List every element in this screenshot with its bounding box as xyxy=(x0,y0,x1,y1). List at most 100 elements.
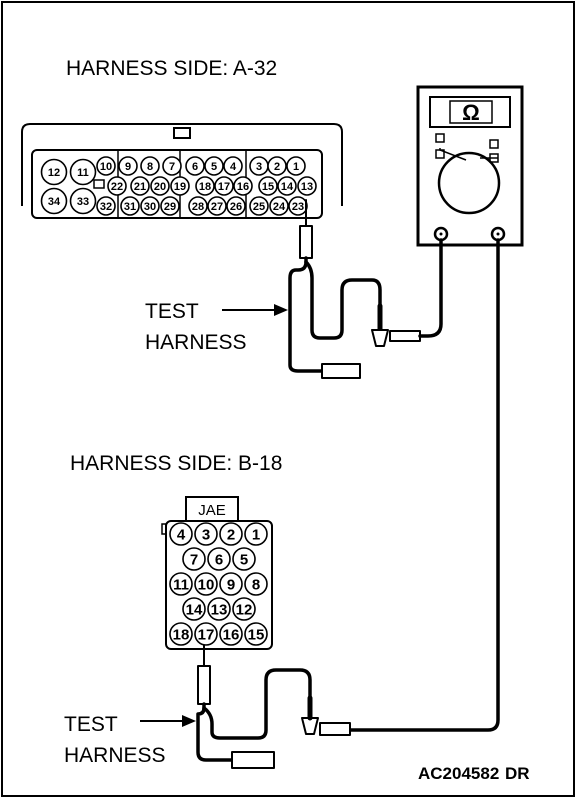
connector-a-pin: 3 xyxy=(249,156,269,176)
meter-plug-b xyxy=(319,722,351,736)
connector-a-pin: 6 xyxy=(185,156,205,176)
pin-label: 29 xyxy=(164,201,176,213)
pin-label: 28 xyxy=(192,201,204,213)
pin-label: 8 xyxy=(147,161,153,173)
connector-a-hood xyxy=(21,123,343,206)
test-harness-a-arrow xyxy=(222,304,288,316)
range-dial[interactable] xyxy=(437,151,501,215)
connector-b-pin: 8 xyxy=(244,572,268,596)
pin-label: 17 xyxy=(198,626,215,643)
test-leads xyxy=(196,199,500,769)
pin-label: 18 xyxy=(173,626,190,643)
figure-code: AC204582 xyxy=(418,764,499,783)
connector-b-pin: 14 xyxy=(182,597,206,621)
pin-label: 11 xyxy=(173,576,189,593)
probe-plug-b xyxy=(197,665,211,705)
pin-label: 13 xyxy=(301,181,313,193)
test-harness-a-loop xyxy=(288,256,324,373)
terminal-left-center xyxy=(439,232,443,236)
pin-label: 18 xyxy=(199,181,211,193)
pin-label: 12 xyxy=(236,601,253,618)
connector-a-pin: 12 xyxy=(40,158,68,186)
pin-label: 22 xyxy=(111,181,123,193)
range-indicator xyxy=(435,133,445,143)
connector-a-pin: 2 xyxy=(267,156,287,176)
pin-label: 3 xyxy=(256,161,262,173)
connector-b18 xyxy=(161,496,273,650)
test-harness-b-wire xyxy=(202,668,312,740)
meter-lead-b xyxy=(348,238,500,732)
terminal-right-center xyxy=(496,232,500,236)
pin-label: 1 xyxy=(252,526,260,543)
connector-a-pin: 15 xyxy=(258,176,278,196)
meter-lead-a xyxy=(418,238,443,338)
pin-label: 21 xyxy=(134,181,146,193)
connector-a-pin: 26 xyxy=(226,196,246,216)
connector-a-pin: 20 xyxy=(150,176,170,196)
pin-label: 16 xyxy=(237,181,249,193)
pin-label: 5 xyxy=(240,551,248,568)
pin-label: 1 xyxy=(293,161,299,173)
connector-a-pin: 17 xyxy=(214,176,234,196)
multimeter-body xyxy=(416,85,524,247)
test-harness-b-arrow xyxy=(140,715,196,727)
connector-a-pin: 9 xyxy=(118,156,138,176)
pin-label: 20 xyxy=(154,181,166,193)
pin-label: 3 xyxy=(202,526,210,543)
pin-label: 12 xyxy=(48,167,60,179)
pin-label: 16 xyxy=(223,626,240,643)
pin-label: 6 xyxy=(215,551,223,568)
pin-label: 4 xyxy=(230,161,237,173)
pin-label: 26 xyxy=(230,201,242,213)
meter-plug-a xyxy=(389,330,421,342)
connector-b-pin: 3 xyxy=(194,522,218,546)
connector-b-pin: 11 xyxy=(169,572,193,596)
connector-a-pin: 27 xyxy=(207,196,227,216)
connector-b-pin: 4 xyxy=(169,522,193,546)
pin-label: 14 xyxy=(281,181,294,193)
pin-label: 19 xyxy=(174,181,186,193)
multimeter-display xyxy=(429,96,511,128)
connector-b-body xyxy=(165,520,273,650)
connector-a-pin: 32 xyxy=(96,196,116,216)
pin-label: 9 xyxy=(227,576,235,593)
test-harness-a-label-line1: TEST xyxy=(145,300,199,323)
pin-label: 8 xyxy=(252,576,260,593)
alligator-clip-b-jaw xyxy=(301,717,319,735)
connector-a-title: HARNESS SIDE: A-32 xyxy=(66,57,277,80)
multimeter-display-window xyxy=(449,100,493,124)
pin-label: 10 xyxy=(100,161,112,173)
range-indicator xyxy=(489,139,499,149)
connector-a-pin: 10 xyxy=(96,156,116,176)
pin-label: 2 xyxy=(274,161,280,173)
test-harness-b-end xyxy=(231,751,275,769)
connector-b-brand: JAE xyxy=(198,502,226,519)
connector-a-pin: 21 xyxy=(130,176,150,196)
pin-label: 33 xyxy=(77,196,89,208)
connector-a-pin: 1 xyxy=(286,156,306,176)
connector-a-pin: 28 xyxy=(188,196,208,216)
test-harness-a-wire xyxy=(304,260,382,340)
dial-markers xyxy=(439,148,498,161)
connector-a-pin: 31 xyxy=(120,196,140,216)
connector-b-pin: 17 xyxy=(194,622,218,646)
multimeter xyxy=(416,85,524,247)
connector-b-pin: 18 xyxy=(169,622,193,646)
connector-a-key xyxy=(93,179,105,189)
pin-label: 7 xyxy=(190,551,198,568)
test-harness-b-loop xyxy=(196,702,234,762)
pin-label: 2 xyxy=(227,526,235,543)
connector-a-pin: 5 xyxy=(204,156,224,176)
pin-label: 24 xyxy=(273,201,286,213)
connector-a-pin: 18 xyxy=(195,176,215,196)
pin-label: 9 xyxy=(125,161,131,173)
connector-a-pin: 11 xyxy=(69,158,97,186)
connector-b-pin: 10 xyxy=(194,572,218,596)
pin-label: 11 xyxy=(77,167,89,179)
connector-b-pin: 7 xyxy=(182,547,206,571)
connector-a-pin: 34 xyxy=(40,187,68,215)
test-harness-a-label-line2: HARNESS xyxy=(145,331,247,354)
